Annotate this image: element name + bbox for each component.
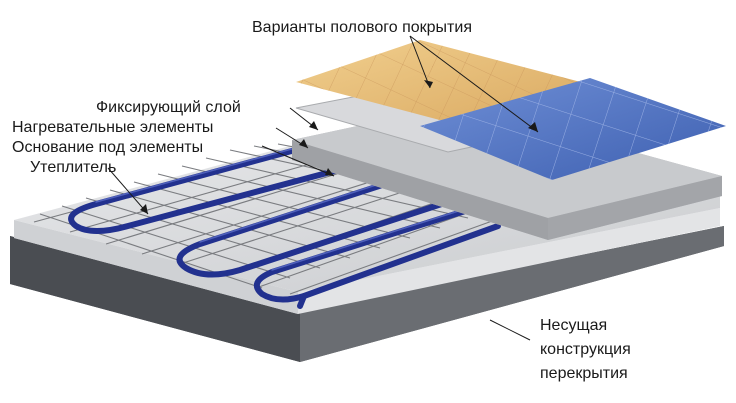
label-element-base: Основание под элементы xyxy=(12,139,203,156)
label-insulation: Утеплитель xyxy=(30,159,116,176)
label-structure-line2: конструкция xyxy=(540,341,631,358)
label-floor-covering: Варианты полового покрытия xyxy=(252,19,472,36)
label-structure-line3: перекрытия xyxy=(540,365,628,382)
label-heating-elements: Нагревательные элементы xyxy=(12,119,213,136)
label-fixing-layer: Фиксирующий слой xyxy=(96,99,241,116)
label-structure-line1: Несущая xyxy=(540,317,607,334)
tile-floor-covering xyxy=(420,78,726,180)
bearing-slab-layer xyxy=(10,226,724,362)
heating-cable xyxy=(68,143,501,309)
insulation-layer xyxy=(14,208,720,314)
